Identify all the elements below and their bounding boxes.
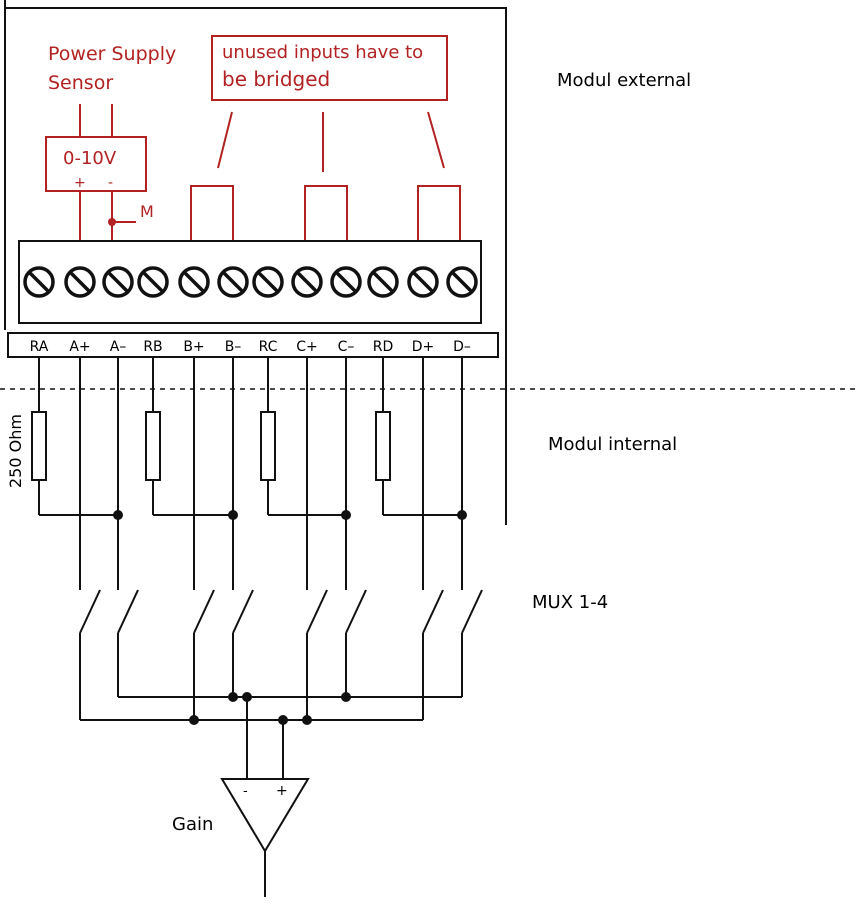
unused-inputs-line2: be bridged	[222, 67, 330, 91]
modul-internal-label: Modul internal	[548, 434, 677, 455]
sensor-minus: -	[108, 175, 113, 191]
screw-slot	[412, 271, 434, 293]
junction-dot	[457, 510, 467, 520]
modul-external-label: Modul external	[557, 70, 691, 91]
bridge-b	[190, 185, 234, 240]
terminal-label-1: RA	[30, 339, 49, 355]
resistor-250-ohm	[375, 411, 391, 481]
ground-label: M	[140, 202, 154, 221]
terminal-label-3: A–	[110, 339, 127, 355]
junction-dot	[228, 692, 238, 702]
sensor-label: Sensor	[48, 72, 113, 94]
screw-slot	[222, 271, 244, 293]
terminal-label-2: A+	[69, 339, 90, 355]
screw-slot	[335, 271, 357, 293]
mux-switch-plus	[422, 589, 444, 634]
unused-inputs-note	[211, 35, 448, 101]
sensor-voltage: 0-10V	[63, 148, 117, 169]
sensor-box	[45, 136, 147, 192]
resistor-value-label: 250 Ohm	[6, 414, 25, 488]
screw-slot	[372, 271, 394, 293]
amp-plus-label: +	[276, 783, 288, 799]
bridge-c	[304, 185, 348, 240]
mux-switch-plus	[306, 589, 328, 634]
resistor-250-ohm	[31, 411, 47, 481]
mux-switch-minus	[345, 589, 367, 634]
sensor-plus: +	[74, 175, 86, 191]
mux-switch-minus	[461, 589, 483, 634]
screw-slot	[107, 271, 129, 293]
resistor-250-ohm	[145, 411, 161, 481]
resistor-250-ohm	[260, 411, 276, 481]
terminal-label-6: B–	[225, 339, 242, 355]
gain-label: Gain	[172, 814, 213, 835]
screw-slot	[28, 271, 50, 293]
mux-switch-plus	[193, 589, 215, 634]
internal-wiring	[31, 357, 483, 779]
junction-dot	[341, 510, 351, 520]
screw-slot	[69, 271, 91, 293]
unused-inputs-line1: unused inputs have to	[222, 42, 423, 63]
junction-dot	[113, 510, 123, 520]
junction-dot	[302, 715, 312, 725]
junction-dot	[341, 692, 351, 702]
screw-slot	[257, 271, 279, 293]
ground-junction	[108, 218, 116, 226]
terminal-label-12: D–	[453, 339, 471, 355]
terminal-screws	[23, 266, 478, 298]
terminal-labels: RA A+ A– RB B+ B– RC C+ C– RD D+ D–	[30, 339, 471, 355]
terminal-label-9: C–	[338, 339, 355, 355]
screw-slot	[183, 271, 205, 293]
screw-slot	[451, 271, 473, 293]
terminal-label-8: C+	[296, 339, 318, 355]
junction-dot	[228, 510, 238, 520]
mux-switch-minus	[232, 589, 254, 634]
mux-label: MUX 1-4	[532, 592, 608, 613]
power-supply-label: Power Supply	[48, 43, 176, 65]
terminal-label-7: RC	[259, 339, 278, 355]
module-enclosure	[4, 0, 507, 525]
screw-slot	[296, 271, 318, 293]
terminal-label-11: D+	[412, 339, 435, 355]
bridge-d	[417, 185, 461, 240]
terminal-label-10: RD	[373, 339, 394, 355]
gain-amplifier	[220, 778, 310, 853]
terminal-label-strip	[7, 332, 499, 358]
junction-dot	[189, 715, 199, 725]
terminal-block	[18, 240, 482, 324]
terminal-label-5: B+	[183, 339, 204, 355]
screw-slot	[142, 271, 164, 293]
terminal-label-4: RB	[143, 339, 162, 355]
amp-minus-label: -	[243, 784, 248, 799]
mux-switch-minus	[117, 589, 139, 634]
mux-switch-plus	[79, 589, 101, 634]
